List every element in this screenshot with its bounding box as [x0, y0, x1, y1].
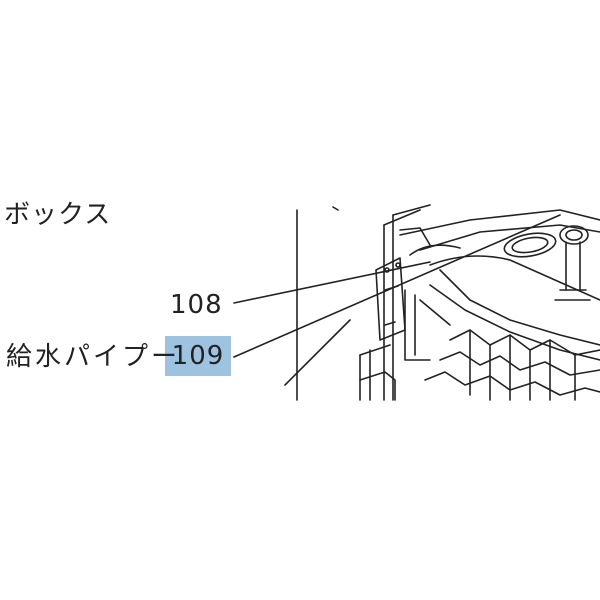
part-number-109: 109 [171, 341, 225, 371]
water-supply-pipe-label: 給水パイプー [6, 342, 181, 372]
oval-cup [503, 232, 557, 258]
part-109-highlight [165, 336, 231, 376]
pipe-fitting [559, 225, 589, 245]
box-partial-label: ボックス [4, 200, 112, 230]
leader-108 [233, 261, 431, 304]
part-number-108: 108 [170, 290, 223, 320]
